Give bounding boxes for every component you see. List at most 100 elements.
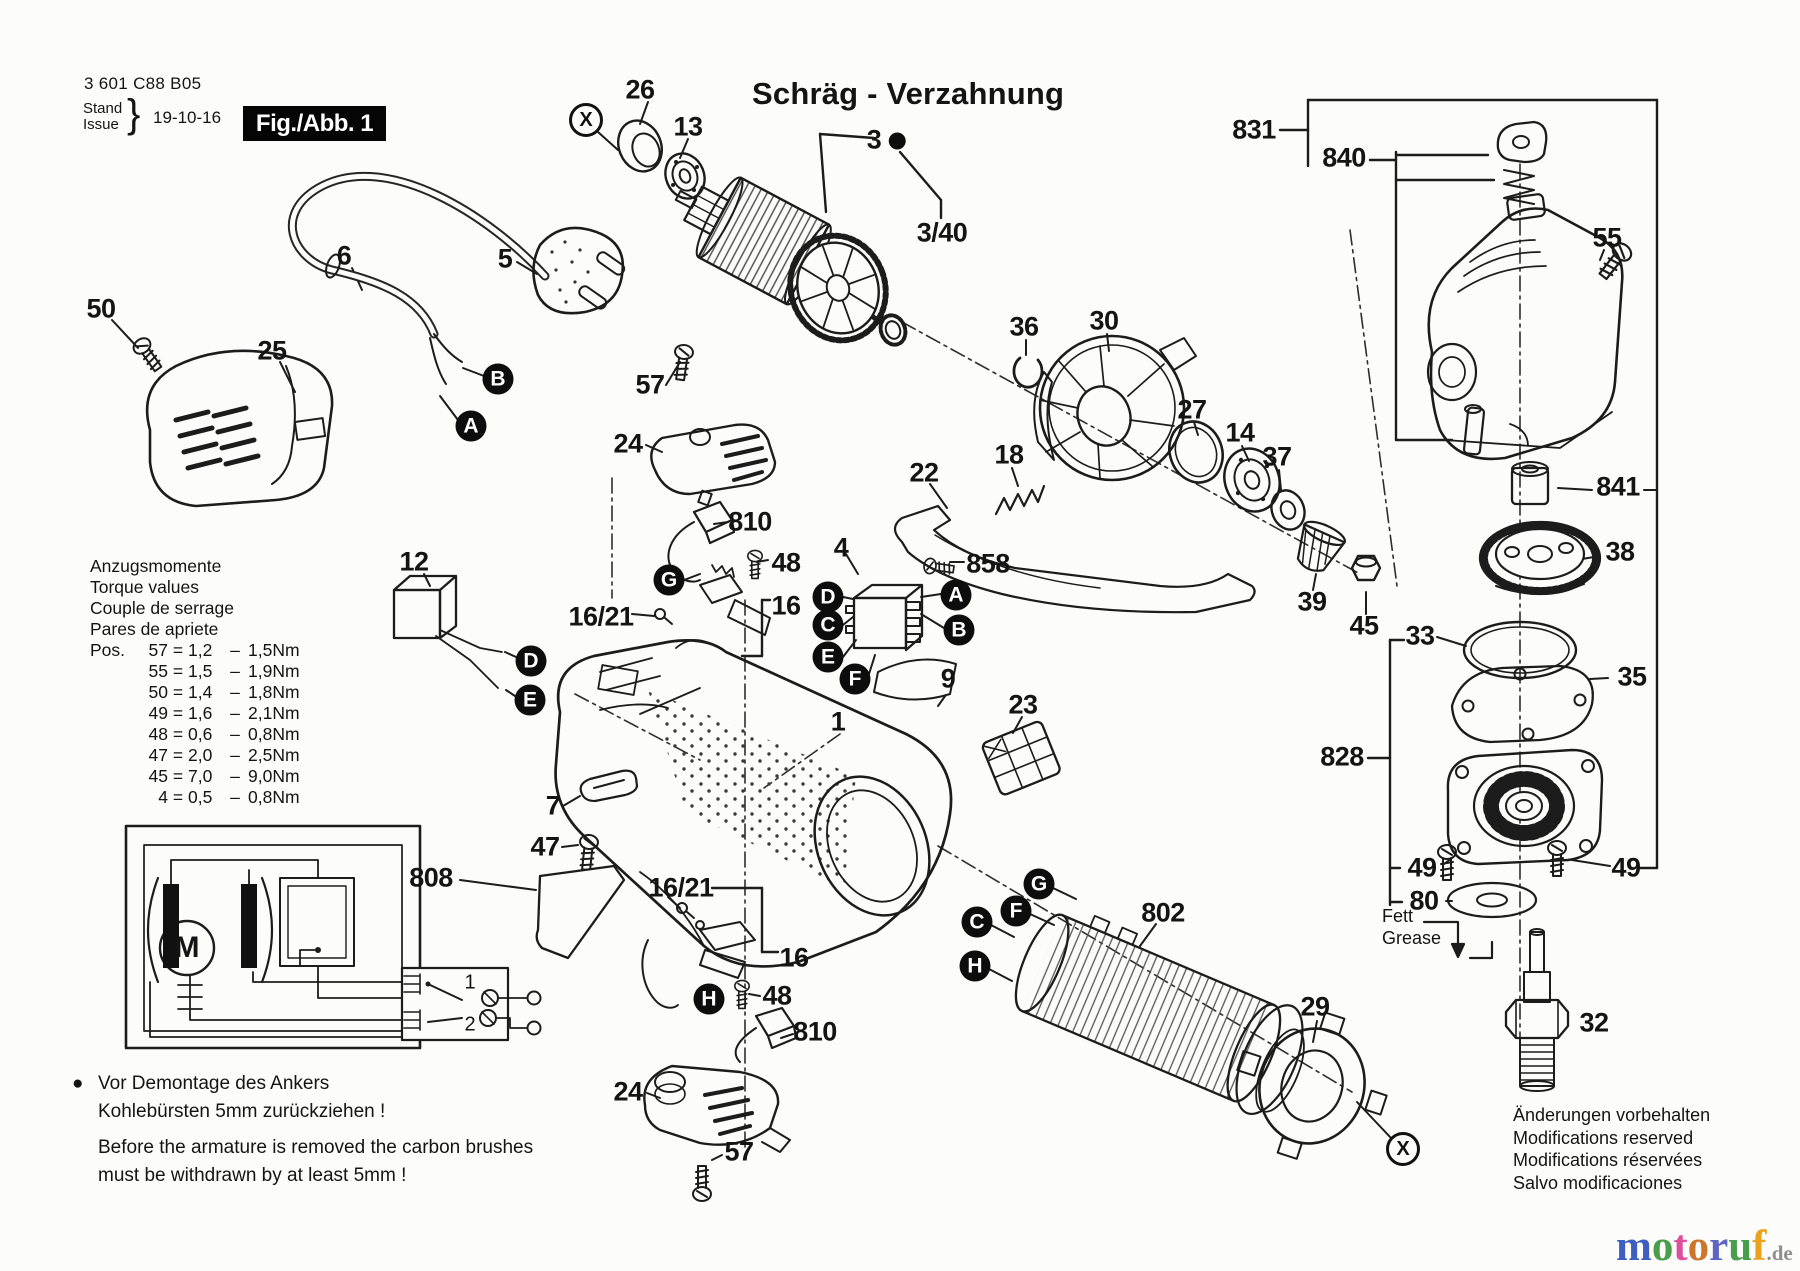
felt-washer-26-sketch [617, 119, 663, 173]
part-label-1: 1 [830, 706, 846, 737]
modifications-line: Salvo modificaciones [1513, 1172, 1683, 1193]
callout-B: B [482, 363, 514, 395]
part-label-7: 7 [545, 790, 561, 821]
part-label-23: 23 [1008, 689, 1038, 720]
wiring-contact-1-label: 1 [464, 971, 476, 994]
brand-logo: motoruf.de [1616, 1222, 1793, 1271]
screw-858-icon [922, 556, 956, 578]
part-label-13: 13 [673, 111, 703, 142]
fan-3-40-sketch [787, 232, 908, 347]
callout-C: C [812, 609, 844, 641]
callout-G: G [653, 564, 685, 596]
plate-7-sketch [579, 769, 639, 803]
part-label-18: 18 [994, 439, 1024, 470]
panel-808-sketch [535, 864, 626, 960]
part-label-30: 30 [1089, 305, 1119, 336]
screw-49-right-icon [1547, 840, 1567, 877]
part-label-39: 39 [1297, 586, 1327, 617]
torque-heading: Pares de apriete [90, 619, 219, 639]
note-en-line1: Before the armature is removed the carbo… [98, 1137, 534, 1158]
figure-number-badge: Fig./Abb. 1 [243, 106, 386, 141]
part-label-36: 36 [1009, 311, 1039, 342]
callout-D: D [812, 581, 844, 613]
callout-A: A [940, 579, 972, 611]
part-label-3: 3 [867, 125, 906, 156]
grease-arrow [1422, 920, 1494, 960]
suppressor-12-sketch [392, 574, 503, 689]
part-label-47: 47 [530, 831, 560, 862]
callout-E: E [514, 684, 546, 716]
part-label-9: 9 [940, 663, 956, 694]
note-de-line1: Vor Demontage des Ankers [98, 1073, 330, 1094]
part-label-48: 48 [762, 980, 792, 1011]
air-deflector-30-sketch [1033, 334, 1197, 482]
part-label-5: 5 [497, 243, 513, 274]
brand-logo-tld: .de [1766, 1241, 1793, 1265]
brush-holder-16-lower-sketch [641, 902, 756, 1009]
part-label-808: 808 [409, 862, 453, 893]
part-label-37: 37 [1262, 441, 1292, 472]
gear-head-housing-sketch [1426, 193, 1624, 461]
spring-840-sketch [1503, 169, 1535, 205]
callout-D: D [515, 645, 547, 677]
part-label-858: 858 [966, 548, 1010, 579]
part-label-45: 45 [1349, 610, 1379, 641]
part-label-24: 24 [613, 1076, 643, 1107]
cover-23-sketch [981, 720, 1061, 796]
part-label-55: 55 [1592, 222, 1622, 253]
wiring-diagram [124, 824, 542, 1050]
callout-B: B [943, 614, 975, 646]
brush-ring-29-sketch [1236, 1011, 1388, 1160]
stand-issue-label: Stand Issue [83, 101, 122, 133]
crown-gear-38-sketch [1478, 520, 1602, 596]
note-en-line2: must be withdrawn by at least 5mm ! [98, 1165, 407, 1186]
grease-label: Fett Grease [1382, 905, 1441, 949]
brand-letter: o [1687, 1223, 1710, 1270]
part-label-24: 24 [613, 428, 643, 459]
part-label-35: 35 [1617, 661, 1647, 692]
screw-57-upper-icon [670, 342, 695, 382]
part-label-38: 38 [1605, 536, 1635, 567]
part-label-802: 802 [1141, 897, 1185, 928]
cap-nut-sketch [1496, 120, 1548, 164]
part-label-48: 48 [771, 547, 801, 578]
issue-date: 19-10-16 [153, 108, 222, 127]
wiring-motor-label: M [174, 931, 200, 964]
brand-letter: r [1709, 1223, 1729, 1270]
screw-48-lower-icon [733, 979, 751, 1010]
lever-22-sketch [893, 504, 1256, 614]
callout-A: A [455, 410, 487, 442]
part-label-16: 16 [779, 942, 809, 973]
torque-heading: Couple de serrage [90, 598, 234, 618]
callout-F: F [1000, 895, 1032, 927]
brand-letter: o [1651, 1223, 1674, 1270]
part-label-841: 841 [1596, 471, 1640, 502]
brush-holder-16-upper-sketch [654, 564, 771, 636]
brand-letter: m [1616, 1223, 1652, 1270]
torque-row: 49=1,6–2,1Nm [148, 703, 300, 723]
part-label-22: 22 [909, 457, 939, 488]
modifications-line: Modifications reserved [1513, 1127, 1694, 1148]
callout-F: F [839, 663, 871, 695]
circlip-36-sketch [1012, 356, 1044, 389]
torque-row: 45=7,0–9,0Nm [148, 766, 300, 786]
part-label-6: 6 [336, 240, 352, 271]
part-label-16-21: 16/21 [568, 601, 634, 632]
screw-50-icon [129, 334, 167, 376]
callout-G: G [1023, 868, 1055, 900]
torque-row: Pos.57=1,2–1,5Nm [90, 640, 300, 660]
brand-letter: t [1673, 1223, 1688, 1270]
part-label-80: 80 [1409, 885, 1439, 916]
sleeve-841-sketch [1510, 461, 1550, 506]
gasket-35-sketch [1450, 664, 1594, 744]
part-label-16: 16 [771, 590, 801, 621]
note-bullet-icon: ● [72, 1073, 84, 1094]
power-cord-6-sketch [288, 171, 550, 385]
modifications-line: Änderungen vorbehalten [1513, 1105, 1711, 1125]
oring-33-sketch [1462, 620, 1578, 680]
